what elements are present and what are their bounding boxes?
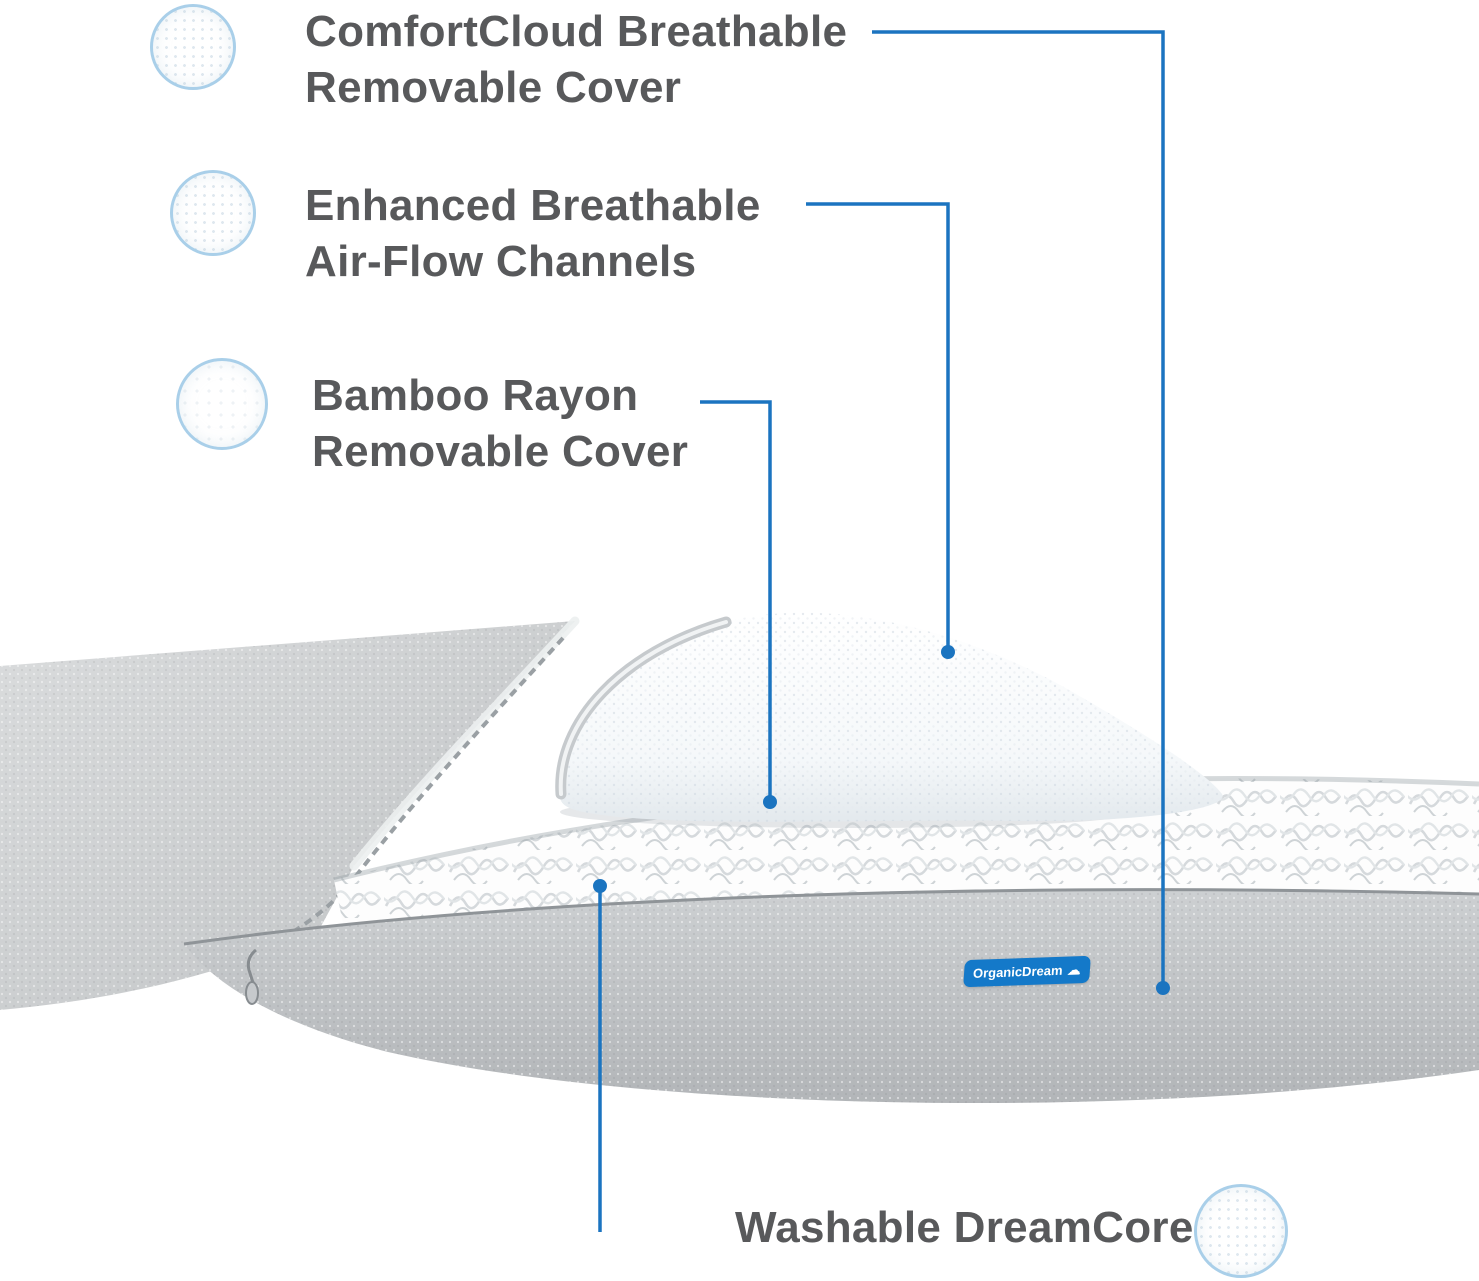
callout-line: Removable Cover <box>305 63 682 112</box>
zipper-pull-icon <box>245 948 259 1005</box>
zipper-track <box>257 636 565 952</box>
brand-name: OrganicDream <box>972 962 1064 981</box>
callout-dreamcore-label: Washable DreamCore <box>735 1200 1194 1256</box>
callout-line: Washable DreamCore <box>735 1203 1194 1252</box>
brand-tag: OrganicDream ☁ <box>963 955 1091 988</box>
callout-line: Bamboo Rayon <box>312 371 639 420</box>
callout-line: ComfortCloud Breathable <box>305 7 848 56</box>
mesh-fabric-swatch-icon <box>150 4 236 90</box>
callout-comfortcloud-label: ComfortCloud Breathable Removable Cover <box>305 4 847 116</box>
bamboo-fabric-swatch-icon <box>176 358 268 450</box>
callout-line: Removable Cover <box>312 427 689 476</box>
mesh-flap-layer <box>555 612 1223 822</box>
callout-bamboo-label: Bamboo Rayon Removable Cover <box>312 368 688 480</box>
dreamcore-fiber-swatch-icon <box>1194 1184 1288 1278</box>
callout-airflow-label: Enhanced Breathable Air-Flow Channels <box>305 178 761 290</box>
callout-line: Air-Flow Channels <box>305 237 697 286</box>
callout-line: Enhanced Breathable <box>305 181 761 230</box>
cloud-icon: ☁ <box>1067 962 1082 978</box>
gray-cover-left <box>0 616 580 1010</box>
mattress-side-band <box>183 888 1479 1104</box>
airflow-mesh-swatch-icon <box>170 170 256 256</box>
